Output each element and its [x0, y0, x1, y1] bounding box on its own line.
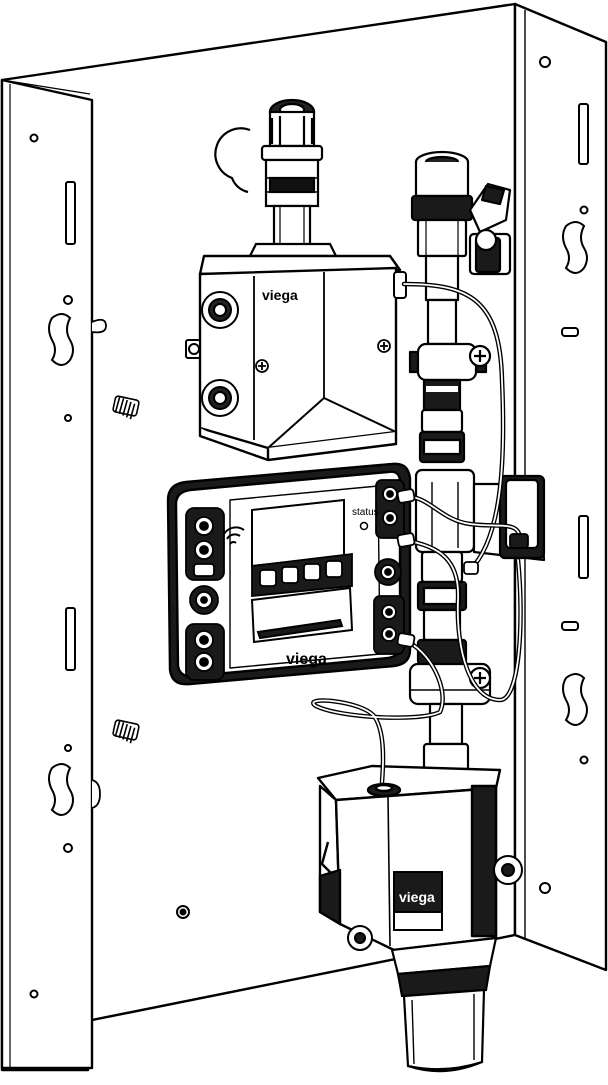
wall-plug-upper: [112, 395, 140, 420]
frame-left-flange: [0, 78, 94, 1070]
cable-plugs: [396, 488, 529, 648]
junction-box-screws: [255, 339, 391, 373]
controller-brand: viega: [286, 651, 327, 668]
controller-button-3[interactable]: [303, 563, 321, 581]
controller-left-connectors: [185, 507, 225, 681]
flow-device-brand: viega: [399, 889, 435, 905]
status-label: status: [352, 507, 379, 518]
junction-box-mount-bolt: [185, 339, 201, 359]
flow-device-label-box: [393, 871, 443, 931]
controller-right-connectors: [373, 479, 405, 655]
frame-holes: [29, 56, 589, 999]
pipe-clamp-upper: [408, 342, 492, 382]
junction-box-brand: viega: [262, 287, 298, 303]
sensor-cables: [311, 281, 523, 785]
valve-handle[interactable]: [468, 182, 512, 276]
flow-device-outlet: [390, 936, 498, 1073]
controller-button-1[interactable]: [259, 569, 277, 587]
controller-cover-slot: [250, 586, 354, 644]
flow-device-side-bolt: [347, 855, 523, 951]
flow-device: [316, 764, 502, 952]
controller-button-4[interactable]: [325, 560, 343, 578]
controller-button-2[interactable]: [281, 566, 299, 584]
wifi-icon: [223, 526, 245, 545]
wall-plug-lower: [112, 719, 140, 744]
status-led: [359, 521, 369, 531]
frame-clip-slots: [48, 221, 588, 816]
controller-buttons[interactable]: [251, 552, 353, 597]
junction-box-ports: [201, 291, 239, 417]
junction-box: [198, 254, 402, 462]
pipe-clamp-lower: [408, 662, 492, 706]
